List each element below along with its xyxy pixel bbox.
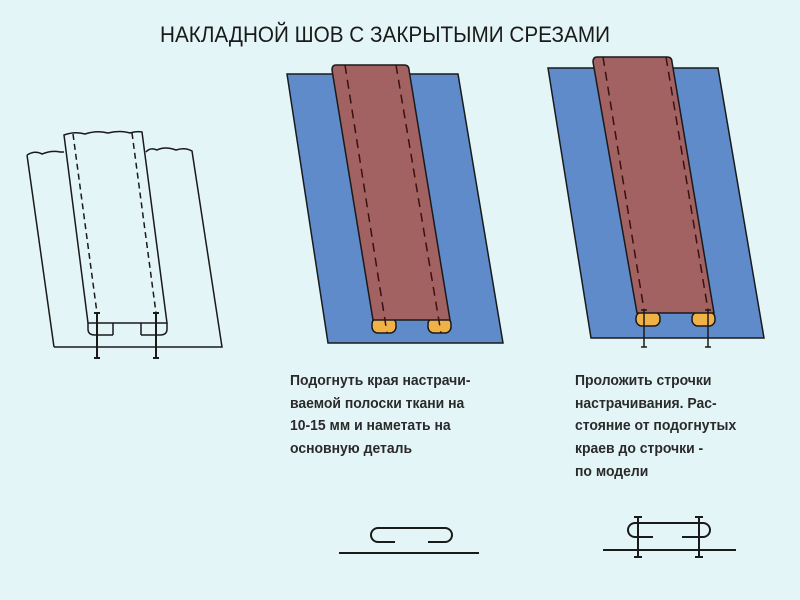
caption-line: стояние от подогнутых — [575, 417, 737, 435]
base-fabric-outline — [26, 147, 223, 348]
stitch-line-left — [634, 516, 642, 558]
stitch-marker-right — [153, 312, 159, 359]
overlay-strip — [331, 64, 451, 321]
stitch-left — [602, 56, 645, 311]
fold-left — [635, 311, 661, 327]
overlay-strip — [592, 56, 715, 314]
fold-right — [691, 311, 716, 327]
basting-left — [344, 64, 388, 334]
stitch-right — [665, 56, 709, 311]
caption-line: ваемой полоски ткани на — [290, 394, 465, 412]
stitch-marker-left — [641, 309, 647, 348]
basting-right — [395, 64, 442, 334]
stitch-line-right — [695, 516, 703, 558]
diagram-title: НАКЛАДНОЙ ШОВ С ЗАКРЫТЫМИ СРЕЗАМИ — [160, 22, 610, 47]
folded-strip — [370, 527, 453, 543]
step1-caption: Подогнуть края настрачи- ваемой полоски … — [290, 370, 470, 461]
folded-strip — [627, 522, 711, 538]
caption-line: Подогнуть края настрачи- — [290, 372, 471, 389]
step2-illustration — [547, 56, 765, 348]
caption-line: по модели — [575, 462, 649, 480]
strip-outline — [63, 130, 168, 324]
step2-caption: Проложить строчки настрачивания. Рас- ст… — [575, 370, 736, 483]
stitch-marker-right — [705, 309, 711, 348]
stitch-marker-left — [94, 312, 100, 359]
step1-illustration — [286, 64, 504, 344]
caption-line: настрачивания. Рас- — [575, 394, 717, 412]
basting-stitch-right — [131, 132, 157, 314]
caption-line: 10-15 мм и наметать на — [290, 417, 451, 435]
cross-section-step2 — [603, 516, 736, 558]
basting-stitch-left — [72, 133, 98, 314]
caption-line: краев до строчки - — [575, 440, 704, 458]
outline-sketch — [26, 130, 223, 359]
caption-line: Проложить строчки — [575, 372, 712, 389]
caption-line: основную деталь — [290, 440, 413, 458]
cross-section-step1 — [339, 527, 479, 554]
strip-fold-bottom — [87, 323, 168, 336]
